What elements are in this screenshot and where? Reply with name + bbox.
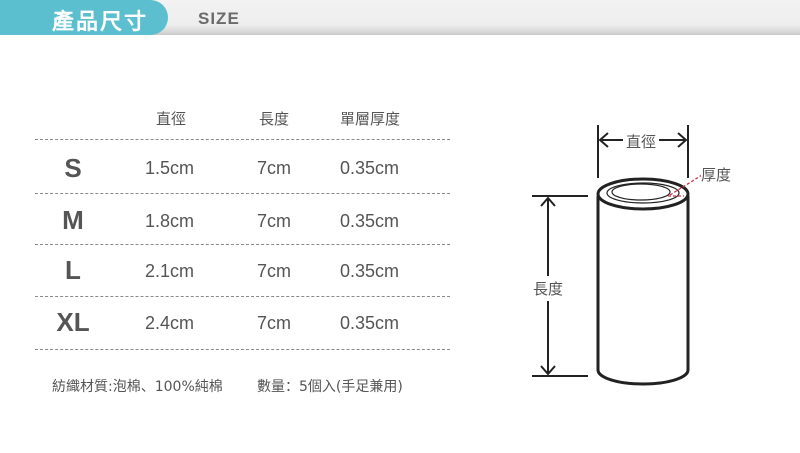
column-header-length: 長度: [259, 110, 290, 128]
diameter-value: 1.5cm: [145, 158, 195, 178]
thickness-value: 0.35cm: [340, 313, 400, 333]
header-tab: [0, 0, 168, 35]
thickness-label: 厚度: [701, 164, 732, 185]
cylinder-illustration: [532, 125, 703, 386]
diameter-value: 2.1cm: [145, 261, 195, 281]
divider: [35, 139, 450, 140]
material-note: 紡織材質:泡棉、100%純棉: [52, 379, 223, 395]
length-value: 7cm: [257, 261, 292, 281]
length-value: 7cm: [257, 211, 292, 231]
cylinder-diagram: 直徑 厚度 長度: [520, 120, 760, 390]
column-header-thickness: 單層厚度: [340, 110, 401, 128]
quantity-note: 數量：5個入(手足兼用): [257, 379, 403, 395]
size-label: XL: [56, 307, 90, 337]
thickness-value: 0.35cm: [340, 261, 400, 281]
diameter-value: 2.4cm: [145, 313, 195, 333]
diameter-label: 直徑: [623, 131, 660, 152]
length-value: 7cm: [257, 313, 292, 333]
divider: [35, 349, 450, 350]
thickness-value: 0.35cm: [340, 158, 400, 178]
divider: [35, 193, 450, 194]
size-label: L: [65, 255, 81, 285]
divider: [35, 244, 450, 245]
length-value: 7cm: [257, 158, 292, 178]
diameter-value: 1.8cm: [145, 211, 195, 231]
page-subtitle: SIZE: [198, 9, 240, 28]
size-label: M: [62, 205, 84, 235]
size-label: S: [64, 153, 82, 183]
column-header-diameter: 直徑: [156, 110, 187, 128]
page-title: 產品尺寸: [52, 10, 149, 35]
length-label: 長度: [533, 276, 564, 301]
divider: [35, 296, 450, 297]
thickness-value: 0.35cm: [340, 211, 400, 231]
